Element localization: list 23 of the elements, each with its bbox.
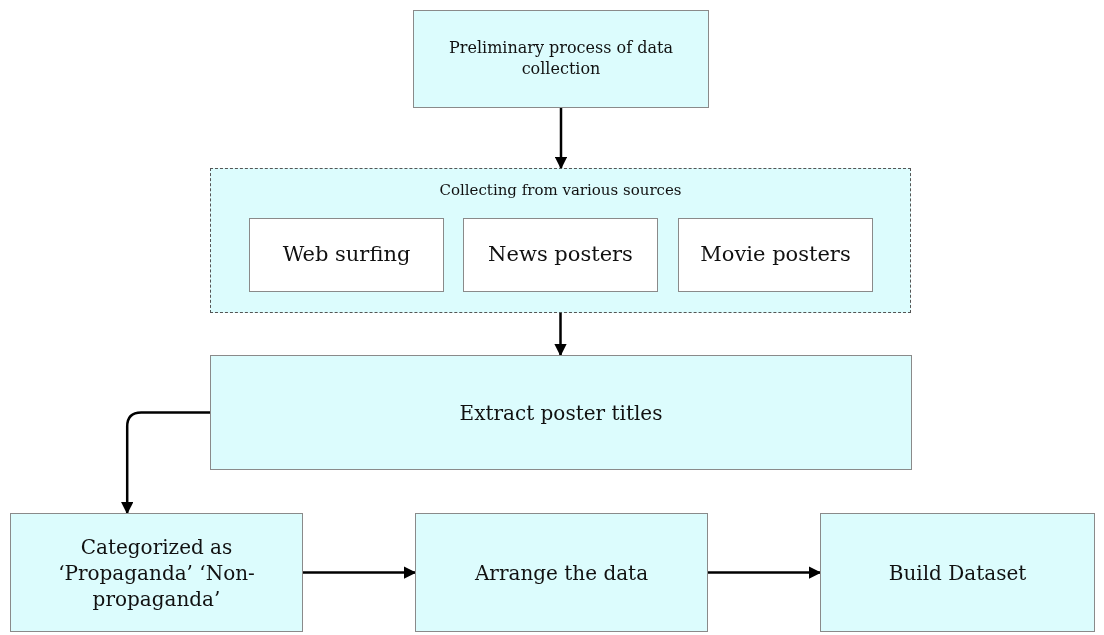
process-box [463,218,658,292]
arrow [120,411,210,515]
arrow [554,313,567,357]
process-box [820,513,1095,632]
process-box [249,218,444,292]
group-title: Collecting from various sources [438,181,683,199]
process-box [415,513,708,632]
process-box [678,218,873,292]
process-box [10,513,303,632]
box-label: Web surfing [282,241,411,269]
process-box [210,355,912,470]
box-label: Categorized as ‘Propaganda’ ‘Non-propaganda’ [57,533,256,612]
box-label: Extract poster titles [459,399,663,426]
arrow [554,108,568,170]
box-label: Build Dataset [888,559,1027,586]
arrow [303,566,417,579]
box-label: Preliminary process of data collection [448,38,674,80]
box-label: Arrange the data [474,559,649,586]
arrow [708,566,822,579]
box-label: News posters [488,241,633,269]
group-box [210,168,911,313]
box-label: Movie posters [700,241,851,269]
process-box [413,10,709,108]
